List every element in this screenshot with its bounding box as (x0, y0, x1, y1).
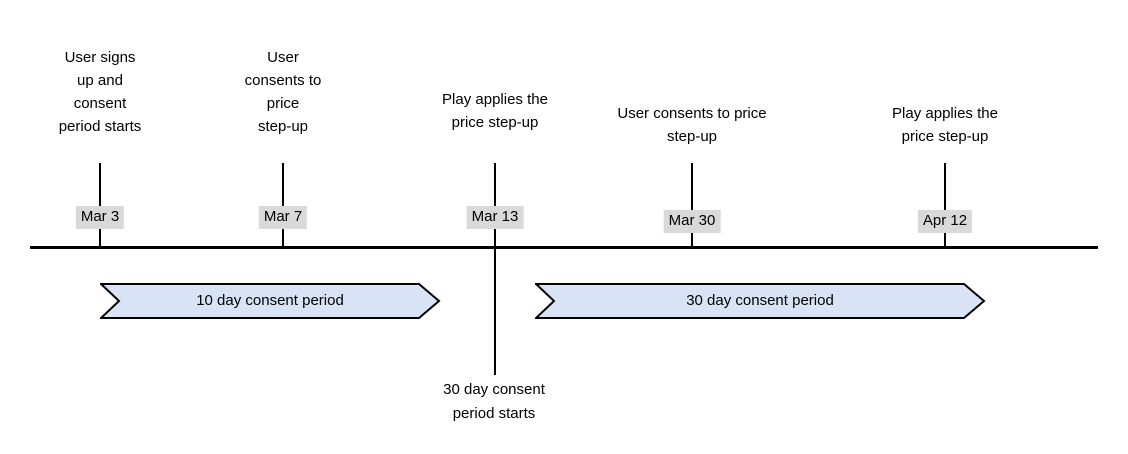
milestone-date-chip-mar30: Mar 30 (663, 210, 721, 233)
consent-period-arrow-30day (535, 283, 986, 319)
milestone-date-chip-mar13: Mar 13 (466, 206, 524, 229)
milestone-label-signup: User signs up and consent period starts (58, 49, 142, 135)
milestone-label-second-consent: User consents to price step-up (617, 105, 767, 145)
timeline-axis (30, 246, 1098, 249)
milestone-tick-mar7 (282, 163, 284, 247)
milestone-label-first-consent: User consents to price step-up (244, 49, 322, 135)
milestone-label-second-apply: Play applies the price step-up (892, 105, 998, 145)
milestone-date-chip-mar7: Mar 7 (258, 206, 308, 229)
milestone-date-chip-apr12: Apr 12 (917, 210, 973, 233)
milestone-label-first-apply: Play applies the price step-up (442, 91, 548, 131)
milestone-tick-mar13 (494, 163, 496, 375)
consent-period-label-10day: 10 day consent period (196, 292, 344, 309)
consent-period-label-30day: 30 day consent period (686, 292, 834, 309)
milestone-date-chip-mar3: Mar 3 (75, 206, 125, 229)
milestone-tick-mar30 (691, 163, 693, 247)
consent-period-arrow-10day (100, 283, 441, 319)
annotation-30day-period-starts: 30 day consent period starts (443, 381, 545, 422)
milestone-tick-apr12 (944, 163, 946, 247)
milestone-tick-mar3 (99, 163, 101, 247)
